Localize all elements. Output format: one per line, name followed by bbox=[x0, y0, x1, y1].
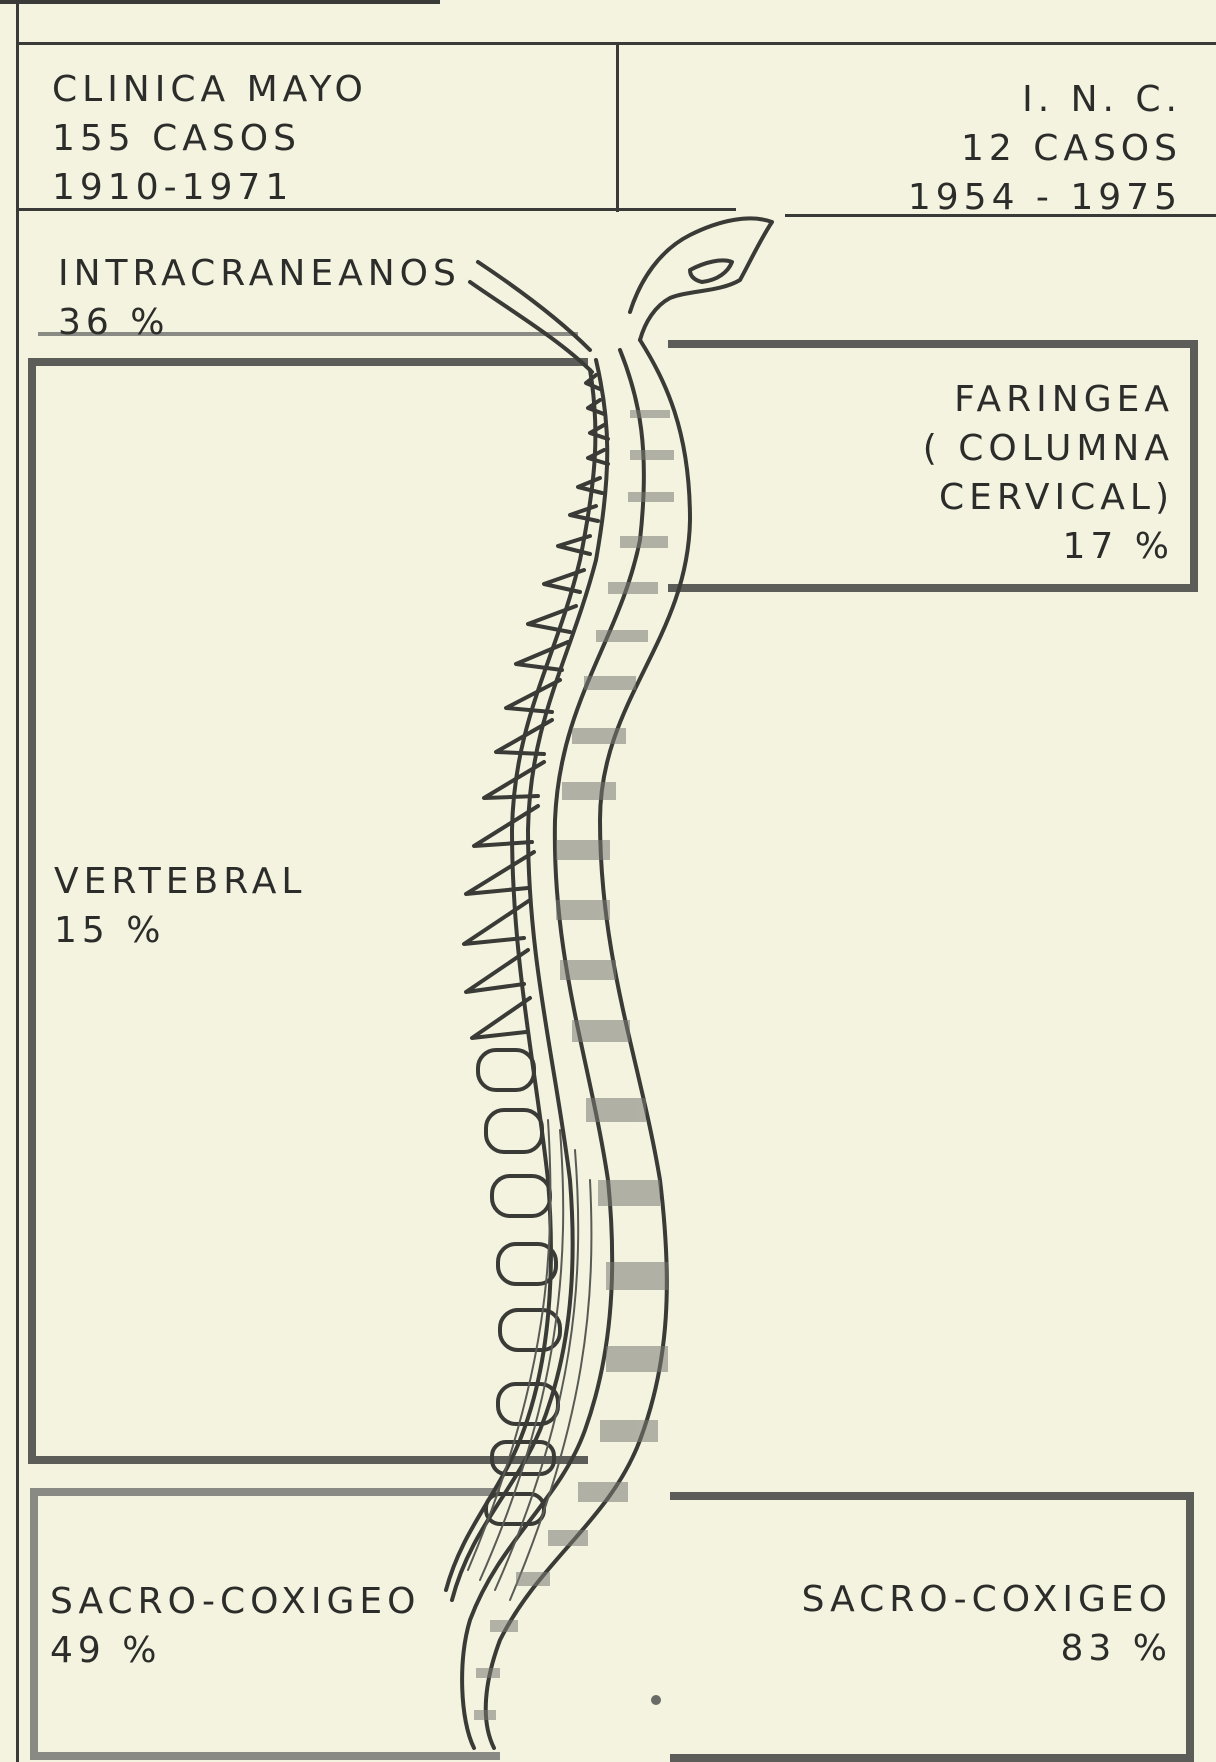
paper-speck bbox=[651, 1695, 661, 1705]
skull-base bbox=[630, 218, 772, 340]
sacral-ligament-lines bbox=[468, 1120, 591, 1600]
brainstem-line-1 bbox=[478, 262, 590, 350]
brainstem-line-2 bbox=[470, 282, 592, 372]
skull-inner bbox=[690, 260, 732, 282]
